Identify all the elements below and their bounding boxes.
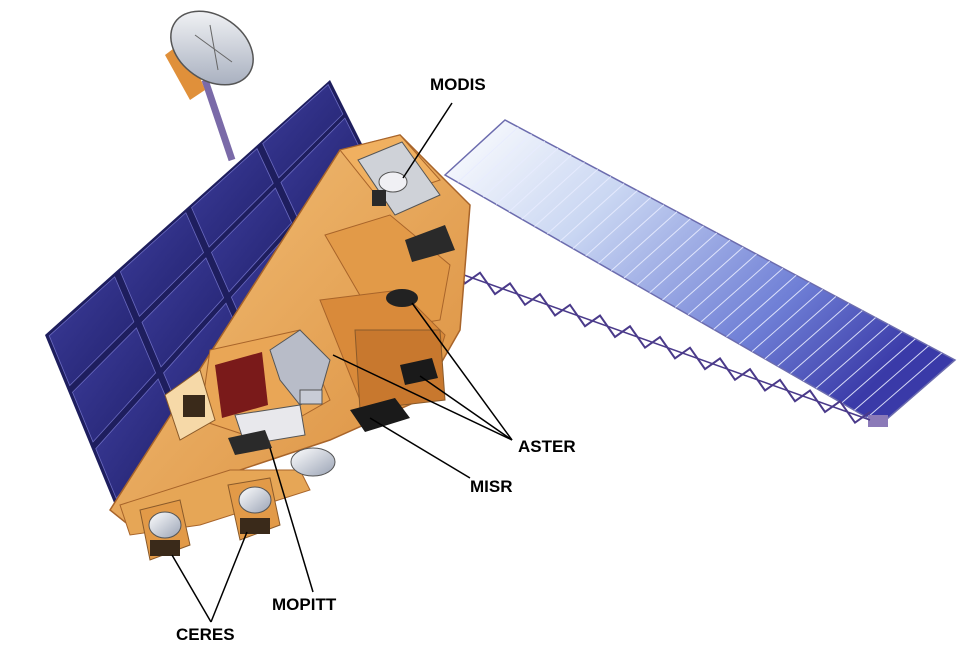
aster-leader-3 [419,375,513,441]
misr-leader [369,417,471,479]
modis-instrument [357,141,455,262]
ceres-label: CERES [176,625,235,644]
solar-cell [72,327,157,443]
modis-label: MODIS [430,75,486,94]
leader-lines [171,102,513,623]
wing-tip [868,415,888,427]
ceres-leader-1 [171,554,212,623]
solar-cell [141,257,225,368]
solar-array-wing [443,119,957,427]
aster-leader-2 [411,302,513,441]
misr-instrument [350,398,410,432]
aster-leader-1 [332,354,513,441]
solar-cell [48,276,135,387]
ceres-instrument [139,477,281,561]
ceres-leader-2 [210,531,248,623]
truss-boom [449,261,871,425]
solar-cell [211,187,293,293]
solar-cell [119,212,204,317]
high-gain-dish [170,10,254,86]
spacecraft-bus [109,134,471,536]
antenna [165,10,254,162]
modis-leader [402,102,453,179]
mopitt-instrument [228,404,336,477]
mopitt-leader [269,447,314,593]
aster-label: ASTER [518,437,576,456]
mopitt-label: MOPITT [272,595,337,614]
radiator-panel [215,352,268,418]
aster-instrument [269,289,438,406]
misr-label: MISR [470,477,513,496]
solar-cell [191,148,274,248]
solar-cell [262,83,344,179]
